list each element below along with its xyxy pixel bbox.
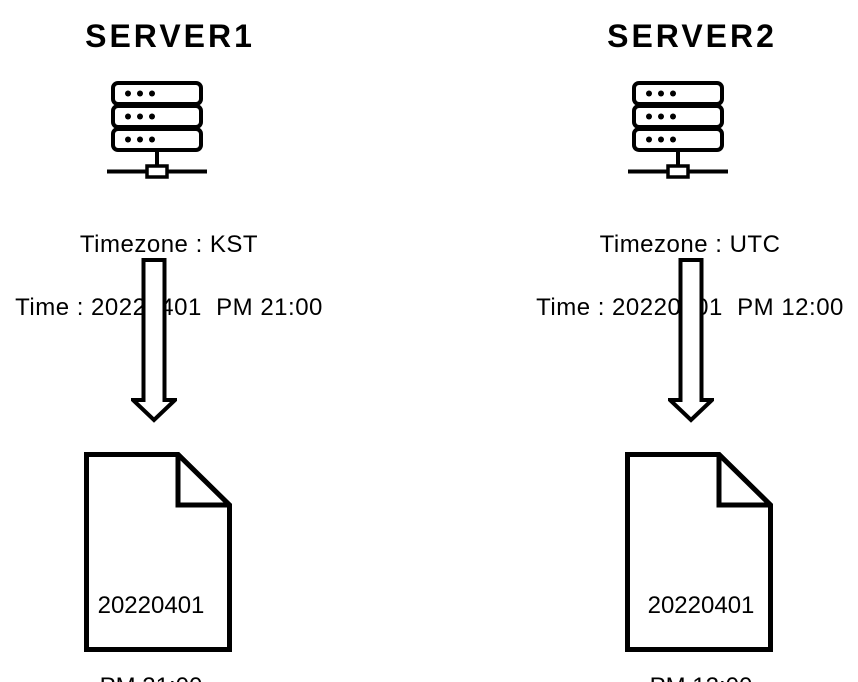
server2-file-date: 20220401 xyxy=(647,592,755,619)
down-arrow-icon xyxy=(131,258,177,423)
server-rack-icon xyxy=(107,81,207,179)
server1-file-time: PM 21:00 xyxy=(98,673,205,682)
server1-title: SERVER1 xyxy=(85,18,255,54)
document-file-icon xyxy=(625,452,773,652)
server2-timezone-label: Timezone : UTC xyxy=(599,231,781,258)
down-arrow-icon xyxy=(668,258,714,423)
server1-file-text: 20220401 PM 21:00 xyxy=(98,538,205,682)
server2-file-text: 20220401 PM 12:00 xyxy=(648,538,755,682)
server-rack-icon xyxy=(628,81,728,179)
server2-time-label: Time : 20220401 PM 12:00 xyxy=(536,294,844,321)
server1-file-date: 20220401 xyxy=(97,592,205,619)
document-file-icon xyxy=(84,452,232,652)
server2-info: Timezone : UTC Time : 20220401 PM 12:00 xyxy=(536,195,844,357)
server2-title: SERVER2 xyxy=(607,18,777,54)
server2-file-time: PM 12:00 xyxy=(648,673,755,682)
server1-timezone-label: Timezone : KST xyxy=(79,231,259,258)
